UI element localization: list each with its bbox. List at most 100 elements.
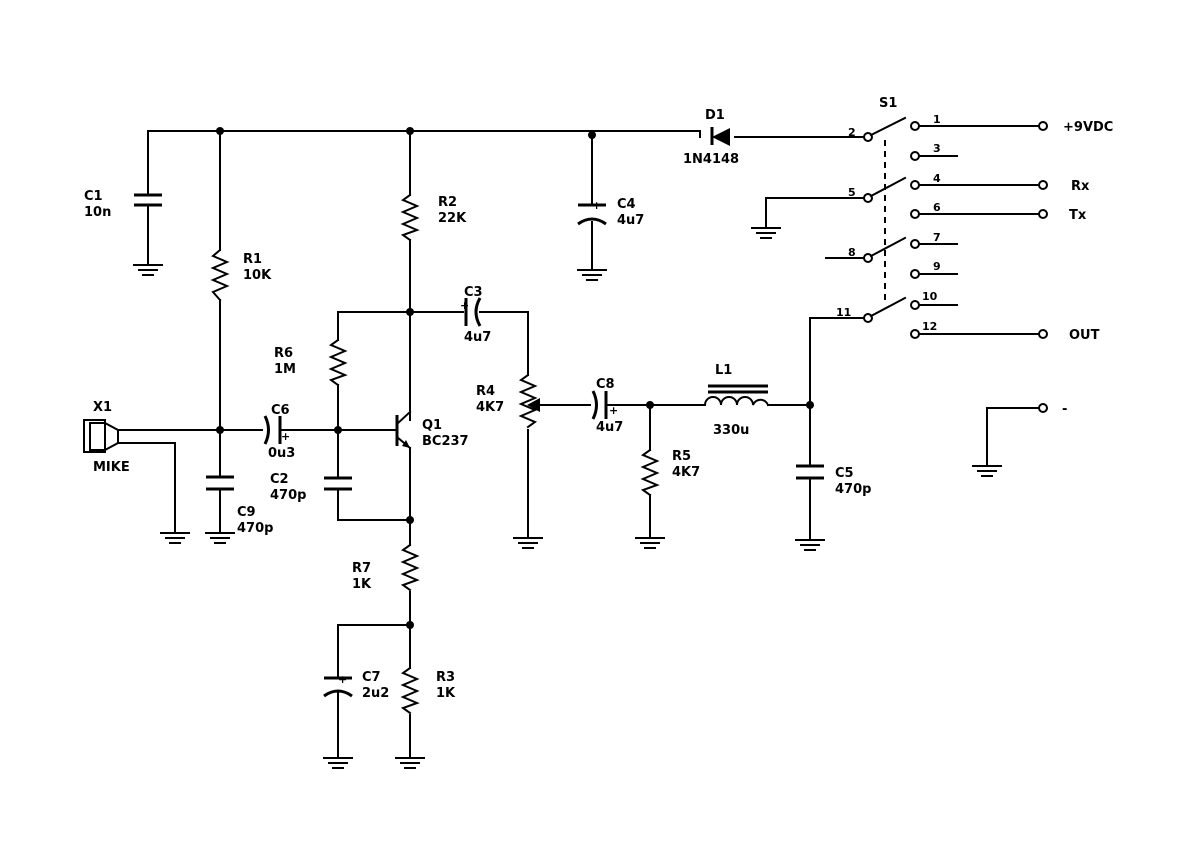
r2-value: 22K xyxy=(438,211,467,226)
ground-icon xyxy=(513,537,543,549)
s1-pin-9: 9 xyxy=(933,260,941,273)
x1-value: MIKE xyxy=(93,460,130,475)
neg-label: - xyxy=(1062,402,1067,417)
c6-polarity: + xyxy=(281,430,290,443)
c2-value: 470p xyxy=(270,488,306,503)
ground-icon xyxy=(205,532,235,544)
ground-icon xyxy=(635,537,665,549)
capacitor-c8 xyxy=(591,390,608,420)
r1-ref: R1 xyxy=(243,252,262,267)
s1-pin-5: 5 xyxy=(848,186,856,199)
r6-ref: R6 xyxy=(274,346,293,361)
r5-value: 4K7 xyxy=(672,465,700,480)
c8-value: 4u7 xyxy=(596,420,623,435)
labels: C1 10n R1 10K R2 22K + C4 4u7 D1 1N4148 … xyxy=(84,96,1113,701)
r4-value: 4K7 xyxy=(476,400,504,415)
c5-value: 470p xyxy=(835,482,871,497)
capacitor-c9 xyxy=(206,475,234,491)
rx-label: Rx xyxy=(1071,179,1090,194)
d1-value: 1N4148 xyxy=(683,152,739,167)
q1-value: BC237 xyxy=(422,434,469,449)
r3-ref: R3 xyxy=(436,670,455,685)
capacitor-c3 xyxy=(464,297,482,327)
c7-value: 2u2 xyxy=(362,686,389,701)
d1-ref: D1 xyxy=(705,108,725,123)
capacitor-c6 xyxy=(263,415,282,445)
transistor-q1 xyxy=(395,410,412,450)
vdc-label: +9VDC xyxy=(1063,120,1113,135)
ground-symbols xyxy=(133,227,1002,769)
c1-ref: C1 xyxy=(84,189,103,204)
s1-pin-3: 3 xyxy=(933,142,941,155)
wiring xyxy=(117,125,1041,759)
ground-icon xyxy=(323,757,353,769)
out-label: OUT xyxy=(1069,328,1100,343)
capacitor-c5 xyxy=(796,464,824,480)
l1-value: 330u xyxy=(713,423,749,438)
c1-value: 10n xyxy=(84,205,111,220)
c3-value: 4u7 xyxy=(464,330,491,345)
capacitor-c2 xyxy=(324,476,352,491)
c6-ref: C6 xyxy=(271,403,290,418)
s1-pin-4: 4 xyxy=(933,172,941,185)
c5-ref: C5 xyxy=(835,466,854,481)
ground-icon xyxy=(795,539,825,551)
s1-ref: S1 xyxy=(879,96,897,111)
tx-label: Tx xyxy=(1069,208,1087,223)
capacitor-c7 xyxy=(323,676,353,698)
ground-icon xyxy=(577,269,607,281)
s1-pin-6: 6 xyxy=(933,201,941,214)
c6-value: 0u3 xyxy=(268,446,295,461)
resistor-r1 xyxy=(210,248,230,302)
r3-value: 1K xyxy=(436,686,456,701)
c4-ref: C4 xyxy=(617,197,636,212)
terminals xyxy=(1038,121,1048,413)
s1-pin-12: 12 xyxy=(922,320,937,333)
s1-pin-7: 7 xyxy=(933,231,941,244)
c7-ref: C7 xyxy=(362,670,381,685)
c8-ref: C8 xyxy=(596,377,615,392)
c9-value: 470p xyxy=(237,521,273,536)
r7-value: 1K xyxy=(352,577,372,592)
l1-ref: L1 xyxy=(715,363,732,378)
resistor-r6 xyxy=(328,338,348,387)
s1-pin-11: 11 xyxy=(836,306,851,319)
r2-ref: R2 xyxy=(438,195,457,210)
potentiometer-r4 xyxy=(518,373,540,429)
r1-value: 10K xyxy=(243,268,272,283)
ground-icon xyxy=(160,532,190,544)
q1-ref: Q1 xyxy=(422,418,442,433)
c3-ref: C3 xyxy=(464,285,483,300)
inductor-l1 xyxy=(703,384,770,407)
c4-value: 4u7 xyxy=(617,213,644,228)
ground-icon xyxy=(395,757,425,769)
ground-icon xyxy=(133,264,163,276)
x1-ref: X1 xyxy=(93,400,112,415)
microphone-x1 xyxy=(83,419,119,453)
switch-s1 xyxy=(863,116,920,339)
capacitor-c4 xyxy=(577,203,607,226)
r4-ref: R4 xyxy=(476,384,495,399)
resistor-r2 xyxy=(400,193,420,242)
s1-pin-10: 10 xyxy=(922,290,938,303)
r6-value: 1M xyxy=(274,362,296,377)
c3-polarity: + xyxy=(460,299,469,312)
s1-pin-8: 8 xyxy=(848,246,856,259)
s1-pin-2: 2 xyxy=(848,126,856,139)
c4-polarity: + xyxy=(592,199,601,212)
c2-ref: C2 xyxy=(270,472,289,487)
capacitor-c1 xyxy=(134,193,162,207)
junction-dots xyxy=(216,127,814,629)
resistor-r5 xyxy=(640,448,660,497)
s1-pin-1: 1 xyxy=(933,113,941,126)
resistor-r7 xyxy=(400,543,420,592)
r5-ref: R5 xyxy=(672,449,691,464)
ground-icon xyxy=(972,465,1002,477)
c7-polarity: + xyxy=(338,673,347,686)
c8-polarity: + xyxy=(609,404,618,417)
r7-ref: R7 xyxy=(352,561,371,576)
ground-icon xyxy=(751,227,781,239)
c9-ref: C9 xyxy=(237,505,256,520)
resistor-r3 xyxy=(400,666,420,715)
